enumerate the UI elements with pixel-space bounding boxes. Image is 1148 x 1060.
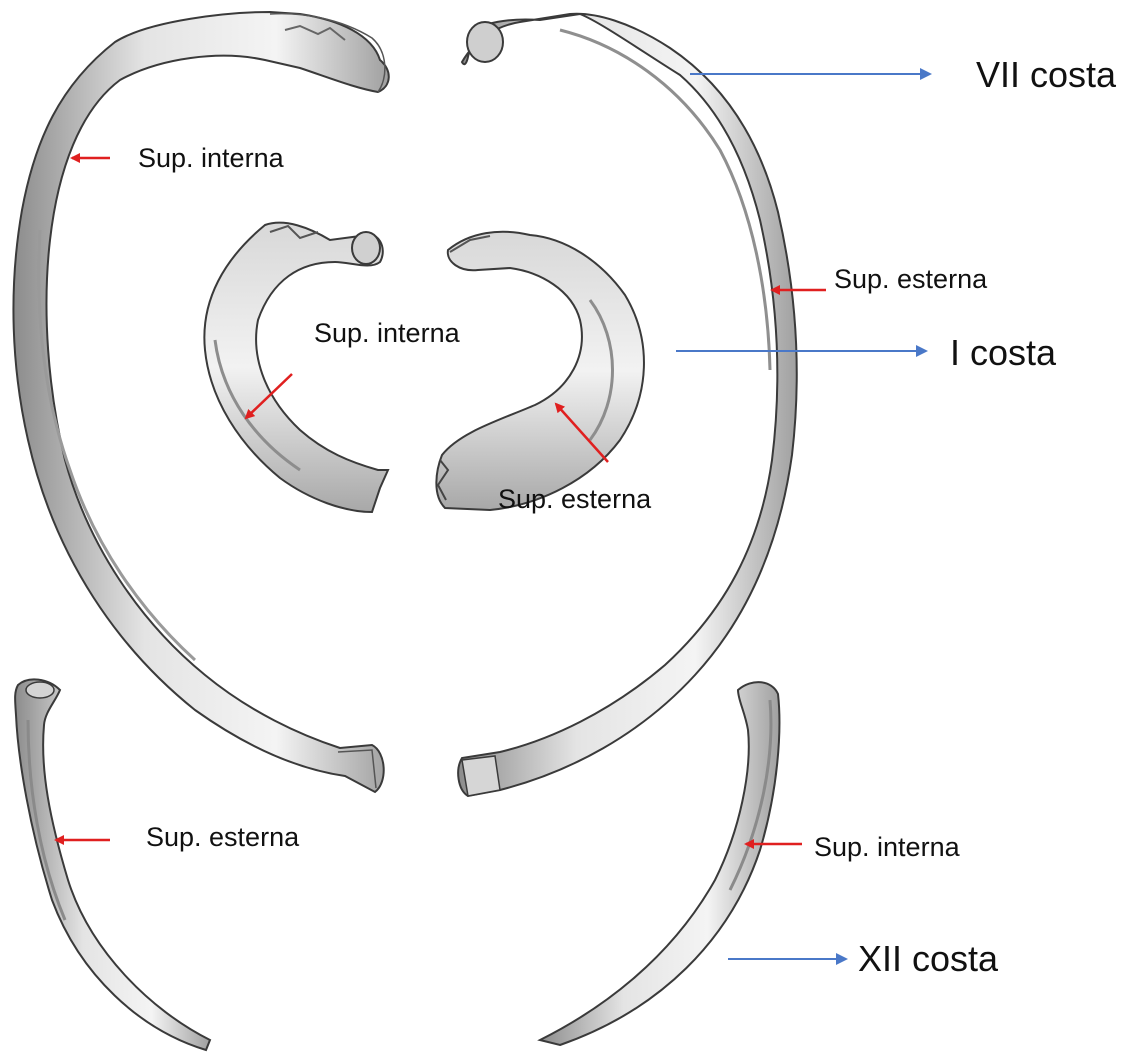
vii-sup-esterna-label: Sup. esterna bbox=[834, 264, 988, 294]
vii-sup-interna-label: Sup. interna bbox=[138, 143, 284, 173]
i-costa-label: I costa bbox=[950, 332, 1057, 373]
vii-rib-left-bone bbox=[12, 10, 390, 794]
xii-rib-right-bone bbox=[537, 681, 781, 1047]
xii-sup-interna-label: Sup. interna bbox=[814, 832, 960, 862]
xii-sup-esterna-label: Sup. esterna bbox=[146, 822, 300, 852]
i-esterna-arrow bbox=[554, 402, 609, 463]
i-rib-right-bone bbox=[435, 230, 645, 512]
vii-rib-right-bone bbox=[457, 12, 798, 798]
i-rib-left-bone bbox=[203, 221, 390, 514]
xii-costa-label: XII costa bbox=[858, 938, 999, 979]
xii-rib-left-bone bbox=[14, 678, 212, 1052]
i-sup-esterna-label: Sup. esterna bbox=[498, 484, 652, 514]
i-sup-interna-label: Sup. interna bbox=[314, 318, 460, 348]
i-interna-arrow bbox=[244, 373, 293, 420]
vii-costa-label: VII costa bbox=[976, 54, 1117, 95]
